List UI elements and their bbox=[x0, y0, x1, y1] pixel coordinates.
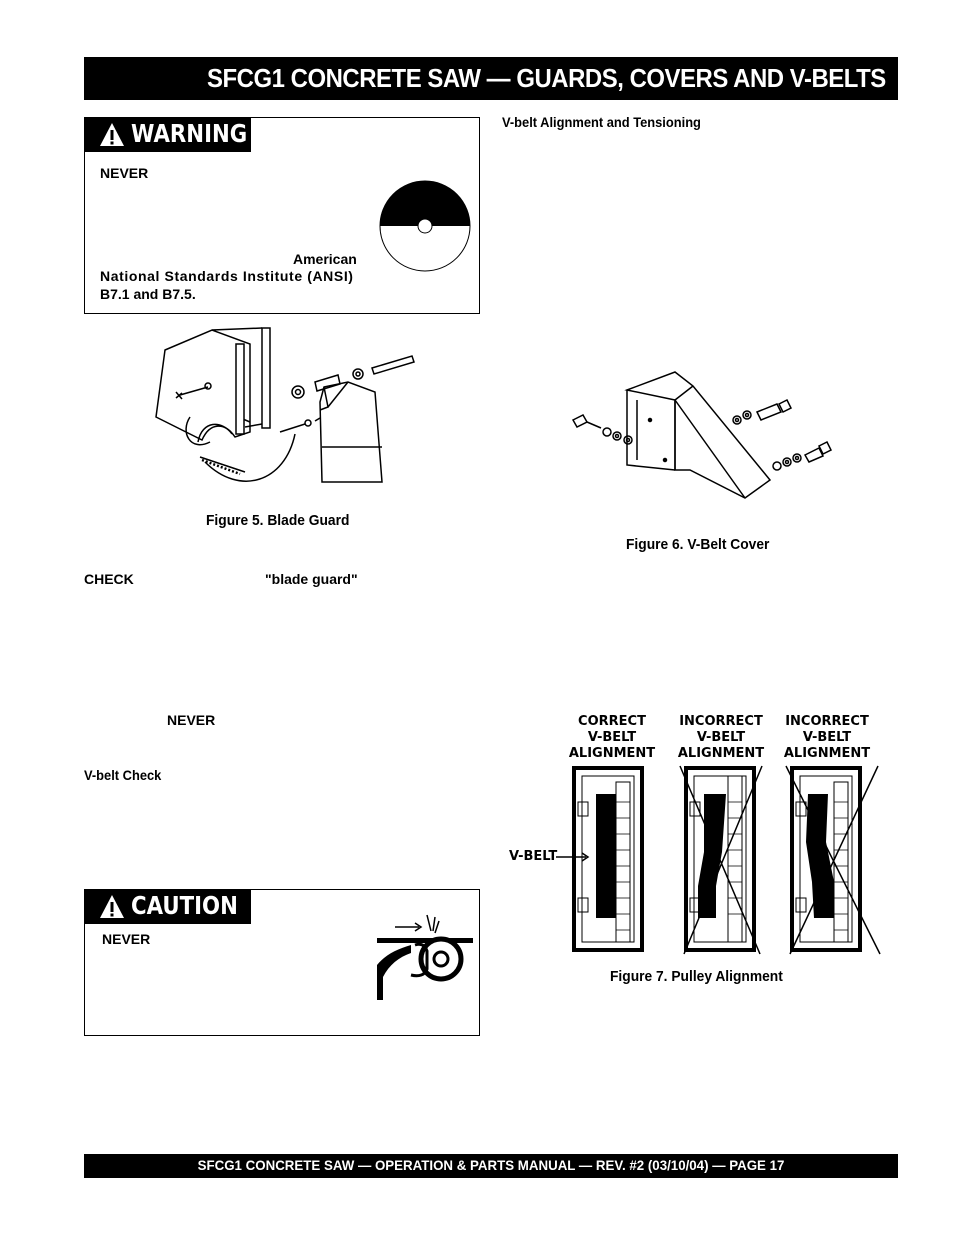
panel-3-line-1: INCORRECT bbox=[785, 714, 869, 729]
panel-3-line-3: ALIGNMENT bbox=[783, 746, 871, 761]
panel-1-label: CORRECT V-BELT ALIGNMENT bbox=[566, 714, 658, 762]
panel-3-label: INCORRECT V-BELT ALIGNMENT bbox=[778, 714, 876, 762]
panel-3-frame bbox=[790, 766, 862, 952]
warning-box: WARNING NEVER American National Standard… bbox=[84, 117, 480, 314]
warning-triangle-icon bbox=[100, 123, 124, 146]
panel-3-vbelt bbox=[806, 794, 834, 918]
page-title: SFCG1 CONCRETE SAW — GUARDS, COVERS AND … bbox=[207, 63, 886, 93]
caution-tag: CAUTION bbox=[85, 890, 251, 924]
panel-1-line-1: CORRECT bbox=[578, 714, 646, 729]
saw-blade-icon bbox=[379, 180, 471, 272]
warning-line-1: American bbox=[293, 251, 357, 267]
figure-6-caption: Figure 6. V-Belt Cover bbox=[626, 536, 770, 553]
pulley-alignment-illustration bbox=[556, 765, 881, 955]
panel-2-vbelt bbox=[698, 794, 726, 918]
panel-2-line-3: ALIGNMENT bbox=[677, 746, 765, 761]
footer-text: SFCG1 CONCRETE SAW — OPERATION & PARTS M… bbox=[197, 1157, 785, 1173]
vbelt-cover-illustration bbox=[571, 371, 833, 499]
warning-line-2: National Standards Institute (ANSI) bbox=[100, 268, 354, 284]
warning-never: NEVER bbox=[100, 165, 149, 181]
figure-5-caption: Figure 5. Blade Guard bbox=[206, 512, 350, 529]
caution-triangle-icon bbox=[100, 895, 124, 918]
panel-1-line-3: ALIGNMENT bbox=[568, 746, 656, 761]
warning-tag: WARNING bbox=[85, 118, 251, 152]
warning-line-3: B7.1 and B7.5. bbox=[100, 286, 196, 302]
panel-1-line-2: V-BELT bbox=[587, 730, 637, 745]
belt-pinch-hazard-icon bbox=[377, 914, 473, 1000]
panel-3-line-2: V-BELT bbox=[802, 730, 852, 745]
page-header: SFCG1 CONCRETE SAW — GUARDS, COVERS AND … bbox=[84, 57, 898, 100]
warning-label: WARNING bbox=[131, 119, 248, 148]
check-text: CHECK bbox=[84, 571, 134, 587]
figure-7-caption: Figure 7. Pulley Alignment bbox=[610, 968, 783, 985]
caution-label: CAUTION bbox=[131, 891, 238, 920]
blade-guard-text: "blade guard" bbox=[265, 571, 358, 587]
panel-2-line-2: V-BELT bbox=[696, 730, 746, 745]
never-text: NEVER bbox=[167, 712, 216, 728]
blade-guard-illustration bbox=[155, 327, 415, 483]
panel-2-line-1: INCORRECT bbox=[679, 714, 763, 729]
panel-1-vbelt bbox=[596, 794, 616, 918]
vbelt-check-heading: V-belt Check bbox=[84, 767, 162, 783]
alignment-heading: V-belt Alignment and Tensioning bbox=[502, 114, 701, 130]
vbelt-pointer-label: V-BELT bbox=[509, 849, 558, 864]
page-footer: SFCG1 CONCRETE SAW — OPERATION & PARTS M… bbox=[84, 1154, 898, 1178]
panel-1-frame bbox=[572, 766, 644, 952]
caution-never: NEVER bbox=[102, 931, 151, 947]
caution-box: CAUTION NEVER bbox=[84, 889, 480, 1036]
panel-2-label: INCORRECT V-BELT ALIGNMENT bbox=[672, 714, 770, 762]
panel-2-frame bbox=[684, 766, 756, 952]
